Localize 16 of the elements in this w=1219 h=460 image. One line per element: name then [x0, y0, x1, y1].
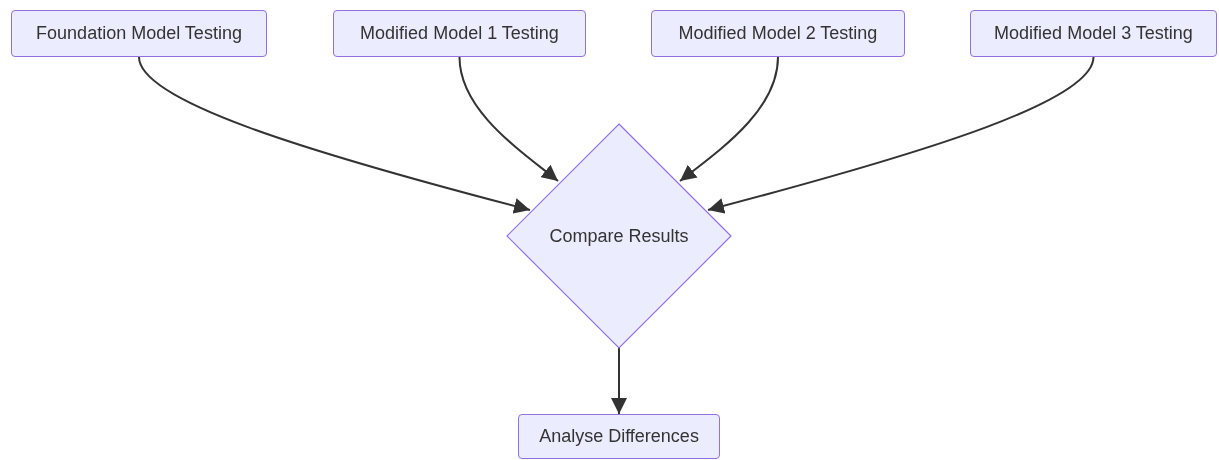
process-box — [970, 10, 1217, 57]
arrow — [458, 56, 559, 182]
arrow — [707, 56, 1095, 214]
node-label: Foundation Model Testing — [36, 23, 242, 44]
node-label: Modified Model 1 Testing — [360, 23, 559, 44]
process-box — [651, 10, 905, 57]
node-label: Compare Results — [549, 225, 689, 247]
node-label: Modified Model 3 Testing — [994, 23, 1193, 44]
node-label: Analyse Differences — [539, 426, 699, 447]
process-box — [518, 414, 720, 459]
arrow — [611, 347, 627, 415]
process-box — [11, 10, 267, 57]
arrow — [138, 56, 531, 214]
arrow — [679, 56, 779, 182]
process-box — [333, 10, 586, 57]
node-label: Modified Model 2 Testing — [678, 23, 878, 44]
